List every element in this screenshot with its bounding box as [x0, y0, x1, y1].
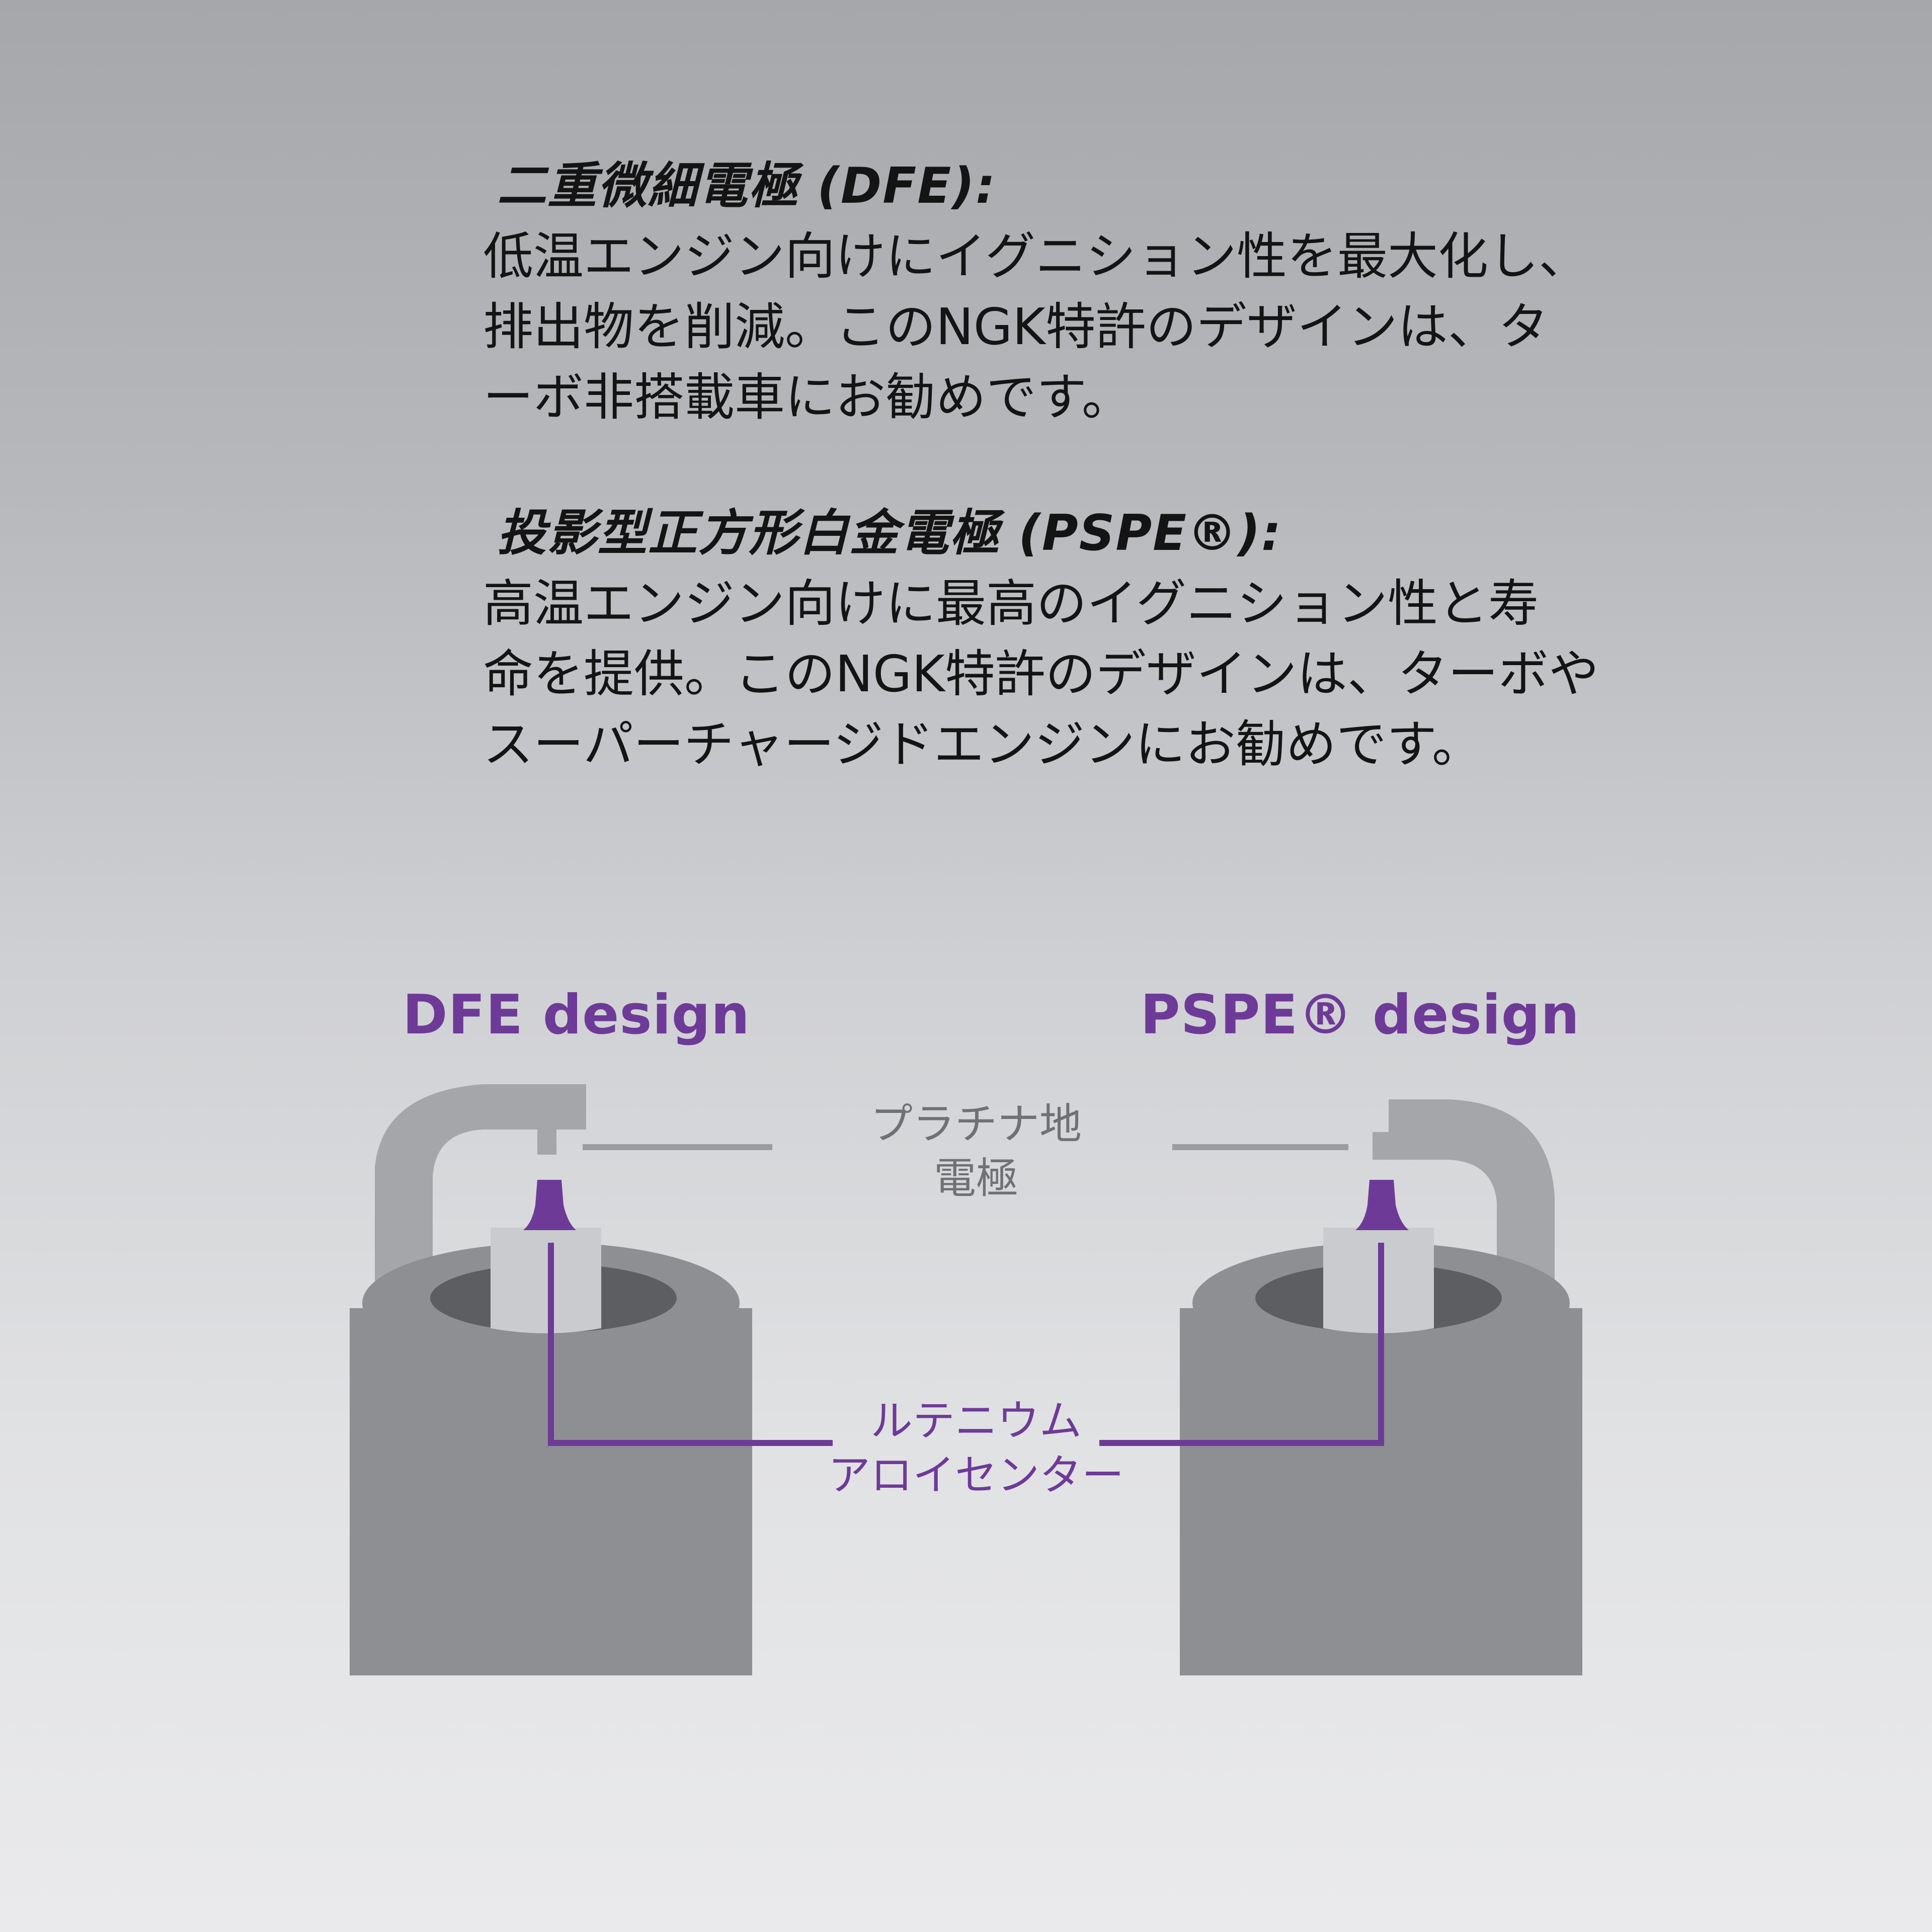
pspe-design-title: PSPE® design: [1140, 984, 1580, 1046]
dfe-insulator-nose: [491, 1228, 601, 1333]
dfe-design-title: DFE design: [403, 984, 750, 1046]
pspe-ruthenium-leader: [1099, 1243, 1384, 1446]
platinum-label-line-2: 電極: [933, 1154, 1018, 1203]
dfe-body-line-1: 低温エンジン向けにイグニション性を最大化し、: [483, 227, 1589, 286]
platinum-label-line-1: プラチナ地: [870, 1099, 1082, 1149]
ruthenium-label-line-2: アロイセンター: [828, 1451, 1124, 1500]
dfe-body: 低温エンジン向けにイグニション性を最大化し、 排出物を削減。このNGK特許のデザ…: [483, 221, 1640, 433]
dfe-body-line-2: 排出物を削減。このNGK特許のデザインは、タ: [483, 297, 1549, 356]
dfe-description: 二重微細電極 (DFE): 低温エンジン向けにイグニション性を最大化し、 排出物…: [483, 156, 1640, 433]
dfe-spark-plug: [350, 1084, 833, 1675]
pspe-center-electrode: [1355, 1180, 1409, 1230]
ruthenium-label-line-1: ルテニウム: [870, 1396, 1082, 1445]
dfe-heading: 二重微細電極 (DFE):: [497, 157, 997, 215]
pspe-spark-plug: [1099, 1099, 1582, 1675]
ruthenium-center-label: ルテニウム アロイセンター: [820, 1394, 1132, 1502]
pspe-heading: 投影型正方形白金電極 (PSPE®):: [497, 505, 1282, 562]
pspe-body-line-1: 高温エンジン向けに最高のイグニション性と寿: [483, 574, 1539, 633]
pspe-body: 高温エンジン向けに最高のイグニション性と寿 命を提供。このNGK特許のデザインは…: [483, 569, 1640, 780]
dfe-center-electrode: [523, 1180, 576, 1230]
pspe-description: 投影型正方形白金電極 (PSPE®): 高温エンジン向けに最高のイグニション性と…: [483, 503, 1640, 780]
platinum-electrode-label: プラチナ地 電極: [820, 1097, 1132, 1205]
dfe-ruthenium-leader: [548, 1243, 833, 1446]
dfe-platinum-tip: [537, 1127, 556, 1155]
pspe-body-line-3: スーパーチャージドエンジンにお勧めです。: [483, 715, 1482, 774]
dfe-body-line-3: ーボ非搭載車にお勧めです。: [483, 368, 1132, 427]
pspe-body-line-2: 命を提供。このNGK特許のデザインは、ターボや: [483, 645, 1599, 703]
